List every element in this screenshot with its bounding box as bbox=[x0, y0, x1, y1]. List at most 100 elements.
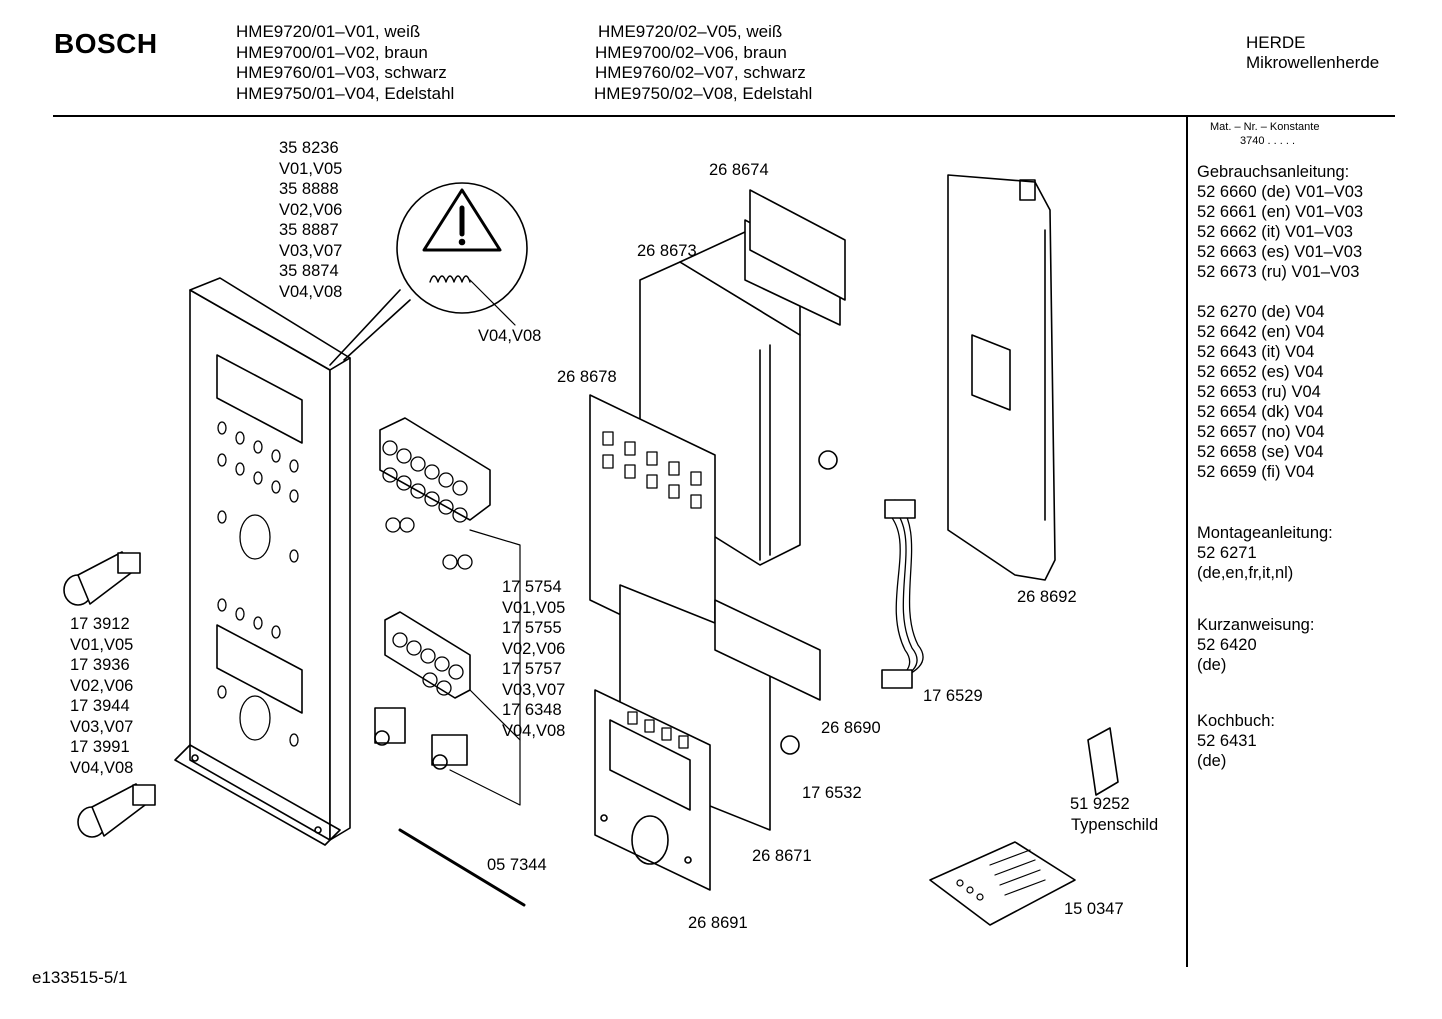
variant-label: V04,V08 bbox=[70, 758, 134, 777]
front-panel bbox=[174, 277, 411, 846]
doc-lang: (de,en,fr,it,nl) bbox=[1197, 564, 1294, 582]
gebrauch-section: Gebrauchsanleitung: 52 6660 (de) V01–V03… bbox=[1197, 162, 1363, 482]
doc-number: 52 6431 bbox=[1197, 732, 1257, 750]
variant-label: V03,V07 bbox=[279, 241, 343, 260]
koch-section: Kochbuch: 52 6431 (de) bbox=[1197, 711, 1275, 771]
doc-number: 52 6420 bbox=[1197, 636, 1257, 654]
part-label: 26 8673 bbox=[637, 242, 697, 260]
warning-detail bbox=[396, 182, 528, 326]
part-label: 17 6529 bbox=[923, 687, 983, 705]
doc-item: 52 6663 (es) V01–V03 bbox=[1197, 243, 1363, 261]
model-item: HME9700/01–V02, braun bbox=[236, 42, 428, 62]
part-number: 17 3936 bbox=[70, 656, 130, 674]
part-label: 15 0347 bbox=[1064, 900, 1124, 918]
part-number: 35 8887 bbox=[279, 221, 339, 239]
doc-lang: (de) bbox=[1197, 656, 1227, 674]
control-knobs bbox=[63, 551, 156, 838]
doc-lang: (de) bbox=[1197, 752, 1227, 770]
material-constant: Mat. – Nr. – Konstante 3740 . . . . . bbox=[1210, 120, 1319, 148]
doc-item: 52 6643 (it) V04 bbox=[1197, 343, 1315, 361]
doc-item: 52 6642 (en) V04 bbox=[1197, 323, 1325, 341]
variant-label: V04,V08 bbox=[279, 282, 343, 301]
section-title: Kurzanweisung: bbox=[1197, 616, 1315, 634]
part-label: 26 8671 bbox=[752, 847, 812, 865]
category-subline: Mikrowellenherde bbox=[1246, 53, 1380, 72]
section-title: Gebrauchsanleitung: bbox=[1197, 163, 1350, 181]
typenschild-label: Typenschild bbox=[1071, 816, 1159, 834]
doc-item: 52 6653 (ru) V04 bbox=[1197, 383, 1321, 401]
board-part-labels: 17 5754 V01,V05 17 5755 V02,V06 17 5757 … bbox=[502, 577, 565, 741]
doc-item: 52 6659 (fi) V04 bbox=[1197, 463, 1315, 481]
rod-part bbox=[398, 828, 526, 907]
part-number: 17 3991 bbox=[70, 738, 130, 756]
category: HERDE Mikrowellenherde bbox=[1246, 33, 1379, 73]
part-label: 17 6532 bbox=[802, 784, 862, 802]
part-number: 17 5757 bbox=[502, 660, 562, 678]
section-title: Kochbuch: bbox=[1197, 712, 1275, 730]
part-number: 35 8236 bbox=[279, 139, 339, 157]
doc-item: 52 6270 (de) V04 bbox=[1197, 303, 1325, 321]
kurz-section: Kurzanweisung: 52 6420 (de) bbox=[1197, 615, 1314, 675]
model-list-right: HME9720/02–V05, weiß HME9700/02–V06, bra… bbox=[594, 22, 812, 104]
section-title: Montageanleitung: bbox=[1197, 524, 1333, 542]
part-number: 17 3912 bbox=[70, 615, 130, 633]
doc-number: 52 6271 bbox=[1197, 544, 1257, 562]
part-label: 51 9252 bbox=[1070, 795, 1130, 813]
part-number: 17 3944 bbox=[70, 697, 130, 715]
doc-item: 52 6673 (ru) V01–V03 bbox=[1197, 263, 1360, 281]
model-item: HME9700/02–V06, braun bbox=[595, 42, 787, 62]
type-plate bbox=[1087, 727, 1119, 796]
sidebar-divider bbox=[1186, 117, 1188, 967]
part-label: 26 8678 bbox=[557, 368, 617, 386]
variant-label: V01,V05 bbox=[279, 159, 343, 178]
model-item: HME9760/01–V03, schwarz bbox=[236, 63, 447, 82]
model-item: HME9720/02–V05, weiß bbox=[598, 22, 783, 41]
variant-label: V01,V05 bbox=[502, 598, 566, 617]
variant-label: V04,V08 bbox=[502, 721, 566, 740]
variant-label: V02,V06 bbox=[279, 200, 343, 219]
part-label: 26 8692 bbox=[1017, 588, 1077, 606]
variant-label: V02,V06 bbox=[70, 676, 134, 695]
doc-item: 52 6654 (dk) V04 bbox=[1197, 403, 1324, 421]
header-divider bbox=[53, 115, 1395, 117]
back-plate bbox=[947, 174, 1056, 581]
knob-part-labels: 17 3912 V01,V05 17 3936 V02,V06 17 3944 … bbox=[70, 614, 133, 778]
variant-label: V03,V07 bbox=[70, 717, 134, 736]
part-number: 35 8874 bbox=[279, 262, 339, 280]
doc-item: 52 6662 (it) V01–V03 bbox=[1197, 223, 1353, 241]
model-item: HME9720/01–V01, weiß bbox=[236, 22, 421, 41]
central-housing bbox=[589, 189, 846, 891]
model-item: HME9750/01–V04, Edelstahl bbox=[236, 83, 455, 103]
part-label: 26 8674 bbox=[709, 161, 769, 179]
brand-logo: BOSCH bbox=[54, 28, 158, 59]
doc-item: 52 6657 (no) V04 bbox=[1197, 423, 1325, 441]
doc-item: 52 6661 (en) V01–V03 bbox=[1197, 203, 1364, 221]
panel-part-labels: 35 8236 V01,V05 35 8888 V02,V06 35 8887 … bbox=[279, 138, 342, 302]
constant-value: 3740 . . . . . bbox=[1240, 135, 1296, 147]
ribbon-cable bbox=[881, 499, 924, 689]
montage-section: Montageanleitung: 52 6271 (de,en,fr,it,n… bbox=[1197, 523, 1333, 583]
part-label: 26 8691 bbox=[688, 914, 748, 932]
category-line: HERDE bbox=[1246, 33, 1306, 52]
screw-bag bbox=[929, 841, 1076, 926]
part-number: 17 5754 bbox=[502, 578, 562, 596]
doc-item: 52 6652 (es) V04 bbox=[1197, 363, 1324, 381]
part-label: 05 7344 bbox=[487, 856, 547, 874]
constant-label: Mat. – Nr. – Konstante bbox=[1210, 121, 1320, 133]
variant-label: V01,V05 bbox=[70, 635, 134, 654]
variant-label: V03,V07 bbox=[502, 680, 566, 699]
model-list-left: HME9720/01–V01, weiß HME9700/01–V02, bra… bbox=[236, 22, 454, 104]
doc-item: 52 6658 (se) V04 bbox=[1197, 443, 1324, 461]
button-boards bbox=[374, 417, 521, 806]
spring-variant-label: V04,V08 bbox=[478, 327, 542, 345]
part-number: 35 8888 bbox=[279, 180, 339, 198]
part-number: 17 6348 bbox=[502, 701, 562, 719]
variant-label: V02,V06 bbox=[502, 639, 566, 658]
doc-item: 52 6660 (de) V01–V03 bbox=[1197, 183, 1364, 201]
document-id: e133515-5/1 bbox=[32, 968, 128, 987]
model-item: HME9760/02–V07, schwarz bbox=[595, 63, 806, 82]
part-number: 17 5755 bbox=[502, 619, 562, 637]
model-item: HME9750/02–V08, Edelstahl bbox=[594, 83, 813, 103]
part-label: 26 8690 bbox=[821, 719, 881, 737]
